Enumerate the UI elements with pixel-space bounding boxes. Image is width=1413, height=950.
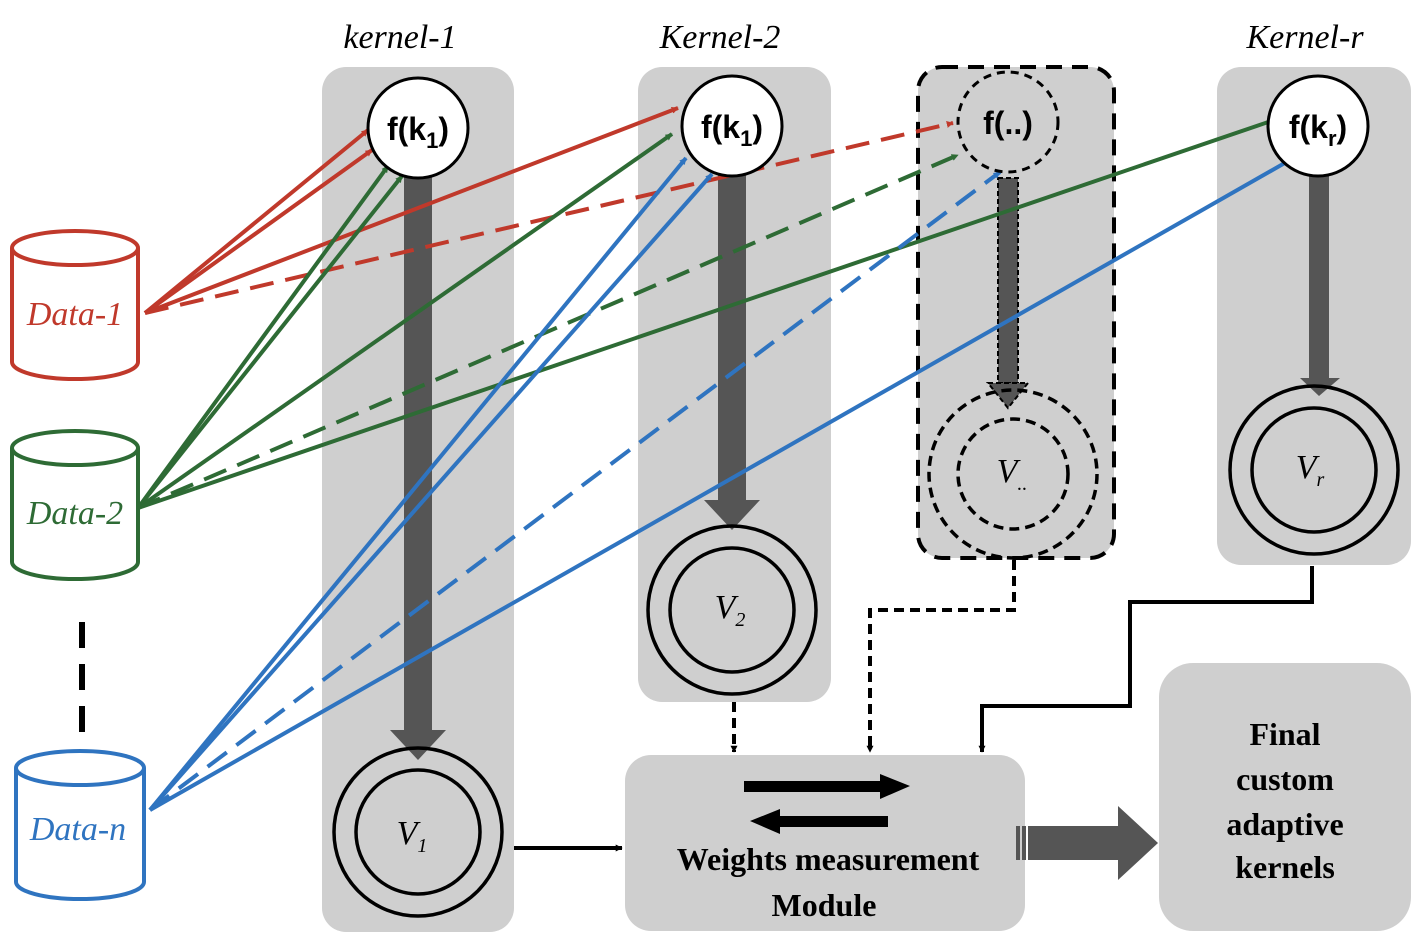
link-d1-k2 bbox=[144, 106, 679, 315]
svg-text:Data-n: Data-n bbox=[29, 811, 126, 848]
svg-text:f(kr): f(kr) bbox=[1289, 109, 1347, 151]
kernel-1-output-node: V1 bbox=[332, 746, 504, 918]
data-1-connections bbox=[143, 106, 954, 315]
weights-to-final-arrow bbox=[1016, 806, 1158, 880]
data-1-cylinder: Data-1 bbox=[10, 229, 140, 381]
kernel-dots-to-weights-arrow bbox=[866, 560, 1016, 753]
kernel-dots-flow-arrow bbox=[985, 177, 1031, 410]
weights-exchange-arrows bbox=[744, 774, 910, 834]
final-box-line-2: custom bbox=[1236, 761, 1334, 797]
final-box-line-1: Final bbox=[1249, 716, 1320, 752]
data-n-cylinder: Data-n bbox=[14, 749, 146, 901]
link-d2-kr bbox=[137, 116, 1281, 510]
final-kernels-box bbox=[1159, 663, 1411, 931]
svg-text:Data-1: Data-1 bbox=[26, 296, 123, 333]
kernel-1-function-node: f(k1) bbox=[366, 76, 470, 180]
kernel-2-output-node: V2 bbox=[646, 524, 818, 696]
data-2-connections bbox=[136, 116, 1281, 510]
weights-module-label-line2: Module bbox=[772, 887, 877, 923]
kernel-2-title: Kernel-2 bbox=[659, 19, 781, 56]
svg-text:Data-2: Data-2 bbox=[26, 495, 123, 532]
kernel-r-to-weights-arrow bbox=[978, 566, 1314, 753]
weights-module-box bbox=[625, 755, 1025, 931]
kernel-r-title: Kernel-r bbox=[1245, 19, 1364, 56]
link-d2-kdots bbox=[137, 153, 959, 510]
final-box-line-4: kernels bbox=[1235, 849, 1335, 885]
kernel-1-flow-arrow bbox=[390, 175, 446, 760]
link-d2-k1-b bbox=[136, 174, 404, 510]
kernel-1-title: kernel-1 bbox=[343, 19, 456, 56]
kernel-2-function-node: f(k1) bbox=[680, 74, 784, 178]
svg-text:f(..): f(..) bbox=[983, 105, 1033, 141]
data-n-connections bbox=[148, 156, 1291, 812]
kernel-dots-function-node: f(..) bbox=[956, 70, 1060, 174]
link-dn-kdots bbox=[148, 170, 1002, 812]
link-d2-k1-a bbox=[136, 164, 390, 510]
final-box-line-3: adaptive bbox=[1226, 806, 1343, 842]
svg-text:f(k1): f(k1) bbox=[701, 109, 763, 151]
svg-text:f(k1): f(k1) bbox=[387, 111, 449, 153]
kernel-r-function-node: f(kr) bbox=[1266, 74, 1370, 178]
weights-module-label-line1: Weights measurement bbox=[677, 841, 980, 877]
link-d1-k1-b bbox=[143, 148, 374, 315]
link-dn-kr bbox=[149, 158, 1291, 812]
link-d1-k1-a bbox=[143, 128, 370, 315]
link-dn-k2-a bbox=[148, 156, 688, 812]
data-2-cylinder: Data-2 bbox=[10, 429, 140, 581]
link-dn-k2-b bbox=[148, 172, 714, 812]
link-d2-k2 bbox=[136, 132, 674, 510]
kernel-2-flow-arrow bbox=[704, 175, 760, 530]
